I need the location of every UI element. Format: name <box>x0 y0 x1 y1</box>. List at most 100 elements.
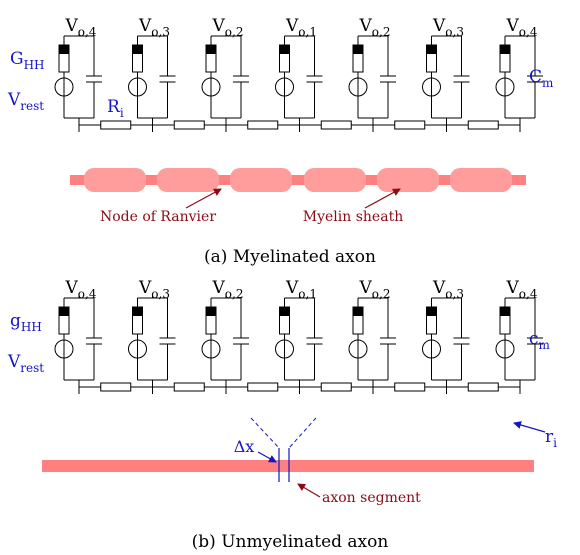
panel_a-resistor-bus <box>79 120 520 130</box>
hh-gate <box>353 307 363 316</box>
panel_a-cell-6: Vo,3 <box>422 16 470 132</box>
panel_b-r-label-subscript: i <box>553 436 557 450</box>
voltage-label-6-base: V <box>432 16 446 36</box>
panel_b-g-label-base: g <box>10 311 21 331</box>
hh-gate <box>132 45 143 54</box>
voltage-label-6-base: V <box>432 278 446 298</box>
axial-resistor <box>247 120 279 130</box>
panel_b-g-label: gHH <box>10 311 42 334</box>
axial-resistor <box>467 382 499 392</box>
panel_b-cell-7: Vo,4 <box>495 278 543 394</box>
segment-arrow <box>297 483 321 498</box>
hh-gate <box>59 45 69 54</box>
panel_b-vrest-label-base: V <box>7 352 21 372</box>
panel_b-cell-2: Vo,3 <box>128 278 176 394</box>
panel_b-vrest-label: Vrest <box>7 352 44 375</box>
hh-gate <box>279 45 290 54</box>
panel_a-cell-5: Vo,2 <box>348 16 396 132</box>
hh-gate <box>426 307 437 316</box>
panel_a-cell-7: Vo,4 <box>495 16 543 132</box>
panel_a-r-label-base: R <box>107 97 121 117</box>
panel_a-g-label-subscript: HH <box>24 58 45 72</box>
panel_a-c-label-base: C <box>529 67 542 87</box>
voltage-label-7-base: V <box>506 278 520 298</box>
hh-gate <box>206 307 216 316</box>
panel_a-r-label: Ri <box>107 97 124 120</box>
panel_a-cell-2: Vo,3 <box>128 16 176 132</box>
panel_b-r-label: ri <box>545 427 557 450</box>
panel_b-vrest-label-subscript: rest <box>20 361 44 375</box>
voltage-label-1-base: V <box>65 16 79 36</box>
caption-b: (b) Unmyelinated axon <box>192 532 389 552</box>
voltage-label-3-base: V <box>212 16 226 36</box>
segment-projection-left <box>250 417 280 449</box>
panel_a-cell-1: Vo,4 <box>54 16 102 132</box>
voltage-label-1-base: V <box>65 278 79 298</box>
panel_a-vrest-label-subscript: rest <box>20 99 44 113</box>
axon-core <box>70 175 526 185</box>
voltage-label-2-base: V <box>138 16 152 36</box>
voltage-label-4-base: V <box>285 278 299 298</box>
axial-resistor <box>394 120 426 130</box>
myelin-segment <box>377 168 439 192</box>
axial-resistor <box>173 120 205 130</box>
panel_b-cell-6: Vo,3 <box>422 278 470 394</box>
panel_b-g-label-subscript: HH <box>21 320 42 334</box>
hh-gate <box>353 45 363 54</box>
voltage-label-2-base: V <box>138 278 152 298</box>
hh-gate <box>426 45 437 54</box>
myelin-segment <box>450 168 512 192</box>
axial-resistor <box>247 382 279 392</box>
unmyelinated-axon <box>42 460 534 472</box>
voltage-label-4-base: V <box>285 16 299 36</box>
ri-arrow <box>513 421 546 433</box>
panel_b-cell-5: Vo,2 <box>348 278 396 394</box>
voltage-label-5-base: V <box>359 16 373 36</box>
panel_a-g-label-base: G <box>10 49 24 69</box>
panel_b-resistor-bus <box>79 382 520 392</box>
hh-gate <box>132 307 143 316</box>
voltage-label-5-base: V <box>359 278 373 298</box>
panel_a-c-label-subscript: m <box>542 76 554 90</box>
panel_a-cell-4: Vo,1 <box>275 16 323 132</box>
axial-resistor <box>467 120 499 130</box>
panel_a-r-label-subscript: i <box>120 106 124 120</box>
panel_a-g-label: GHH <box>10 49 45 72</box>
myelin-segment <box>304 168 366 192</box>
voltage-label-3-base: V <box>212 278 226 298</box>
panel_a-vrest-label: Vrest <box>7 90 44 113</box>
segment-projection-right <box>288 417 317 449</box>
hh-gate <box>500 45 510 54</box>
dx-arrow <box>257 451 277 463</box>
myelinated-axon <box>70 168 526 192</box>
axial-resistor <box>320 120 352 130</box>
node-of-ranvier-label: Node of Ranvier <box>100 209 216 225</box>
panel_a-c-label: Cm <box>529 67 554 90</box>
unmyelinated-panel: Vo,4 Vo,3 Vo,2 Vo,1 Vo,2 Vo,3 Vo,4 gHH Vrest cm ri <box>7 278 557 450</box>
axial-resistor <box>100 382 132 392</box>
myelin-segment <box>84 168 146 192</box>
panel_b-c-label: cm <box>529 329 551 352</box>
panel_b-c-label-base: c <box>529 329 539 349</box>
hh-gate <box>59 307 69 316</box>
voltage-label-7-base: V <box>506 16 520 36</box>
axial-resistor <box>173 382 205 392</box>
axial-resistor <box>320 382 352 392</box>
panel_b-cell-4: Vo,1 <box>275 278 323 394</box>
panel_a-vrest-label-base: V <box>7 90 21 110</box>
myelin-segment <box>230 168 292 192</box>
panel_b-cell-1: Vo,4 <box>54 278 102 394</box>
hh-gate <box>279 307 290 316</box>
panel_b-cell-3: Vo,2 <box>201 278 249 394</box>
axon-segment-label: axon segment <box>322 490 421 506</box>
dx-label: Δx <box>234 437 255 456</box>
panel_b-c-label-subscript: m <box>539 338 551 352</box>
axial-resistor <box>100 120 132 130</box>
hh-gate <box>500 307 510 316</box>
myelin-sheath-label: Myelin sheath <box>303 209 403 225</box>
panel_b-r-label-base: r <box>545 427 554 447</box>
caption-a: (a) Myelinated axon <box>204 247 376 267</box>
